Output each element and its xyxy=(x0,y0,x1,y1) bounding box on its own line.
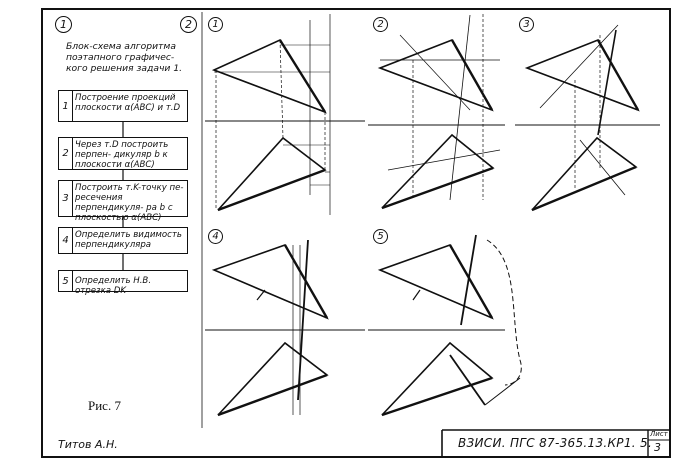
step-box-4: 4 Определить видимость перпендикуляра xyxy=(58,227,188,254)
stamp-code: ВЗИСИ. ПГС 87-365.13.КР1. 5. xyxy=(458,436,653,450)
step-number: 2 xyxy=(59,138,73,169)
step-text: Построить т.K-точку пе- ресечения перпен… xyxy=(75,183,184,223)
panel-3-number: 3 xyxy=(519,17,534,32)
step-box-2: 2 Через т.D построить перпен- дикуляр b … xyxy=(58,137,188,170)
step-text: Определить Н.В. отрезка DK xyxy=(75,276,152,296)
author-name: Титов А.Н. xyxy=(58,438,118,451)
step-number: 4 xyxy=(59,228,73,253)
panel-2-number: 2 xyxy=(373,17,388,32)
panel-4-number: 4 xyxy=(208,229,223,244)
step-text: Построение проекций плоскости α(ABC) и т… xyxy=(75,93,181,113)
step-box-3: 3 Построить т.K-точку пе- ресечения перп… xyxy=(58,180,188,223)
panel-1-number: 1 xyxy=(208,17,223,32)
header-circle-2: 2 xyxy=(180,16,197,33)
figure-caption: Рис. 7 xyxy=(88,398,121,413)
step-number: 5 xyxy=(59,271,73,291)
flow-title: Блок-схема алгоритма поэтапного графичес… xyxy=(66,41,183,74)
step-number: 1 xyxy=(59,91,73,121)
step-box-1: 1 Построение проекций плоскости α(ABC) и… xyxy=(58,90,188,122)
step-number: 3 xyxy=(59,181,73,216)
step-text: Определить видимость перпендикуляра xyxy=(75,230,182,250)
header-circle-1: 1 xyxy=(55,16,72,33)
panel-5-number: 5 xyxy=(373,229,388,244)
sheet-label: Лист xyxy=(650,430,668,438)
step-box-5: 5 Определить Н.В. отрезка DK xyxy=(58,270,188,296)
step-text: Через т.D построить перпен- дикуляр b к … xyxy=(75,140,169,170)
sheet-number: 3 xyxy=(654,441,661,454)
